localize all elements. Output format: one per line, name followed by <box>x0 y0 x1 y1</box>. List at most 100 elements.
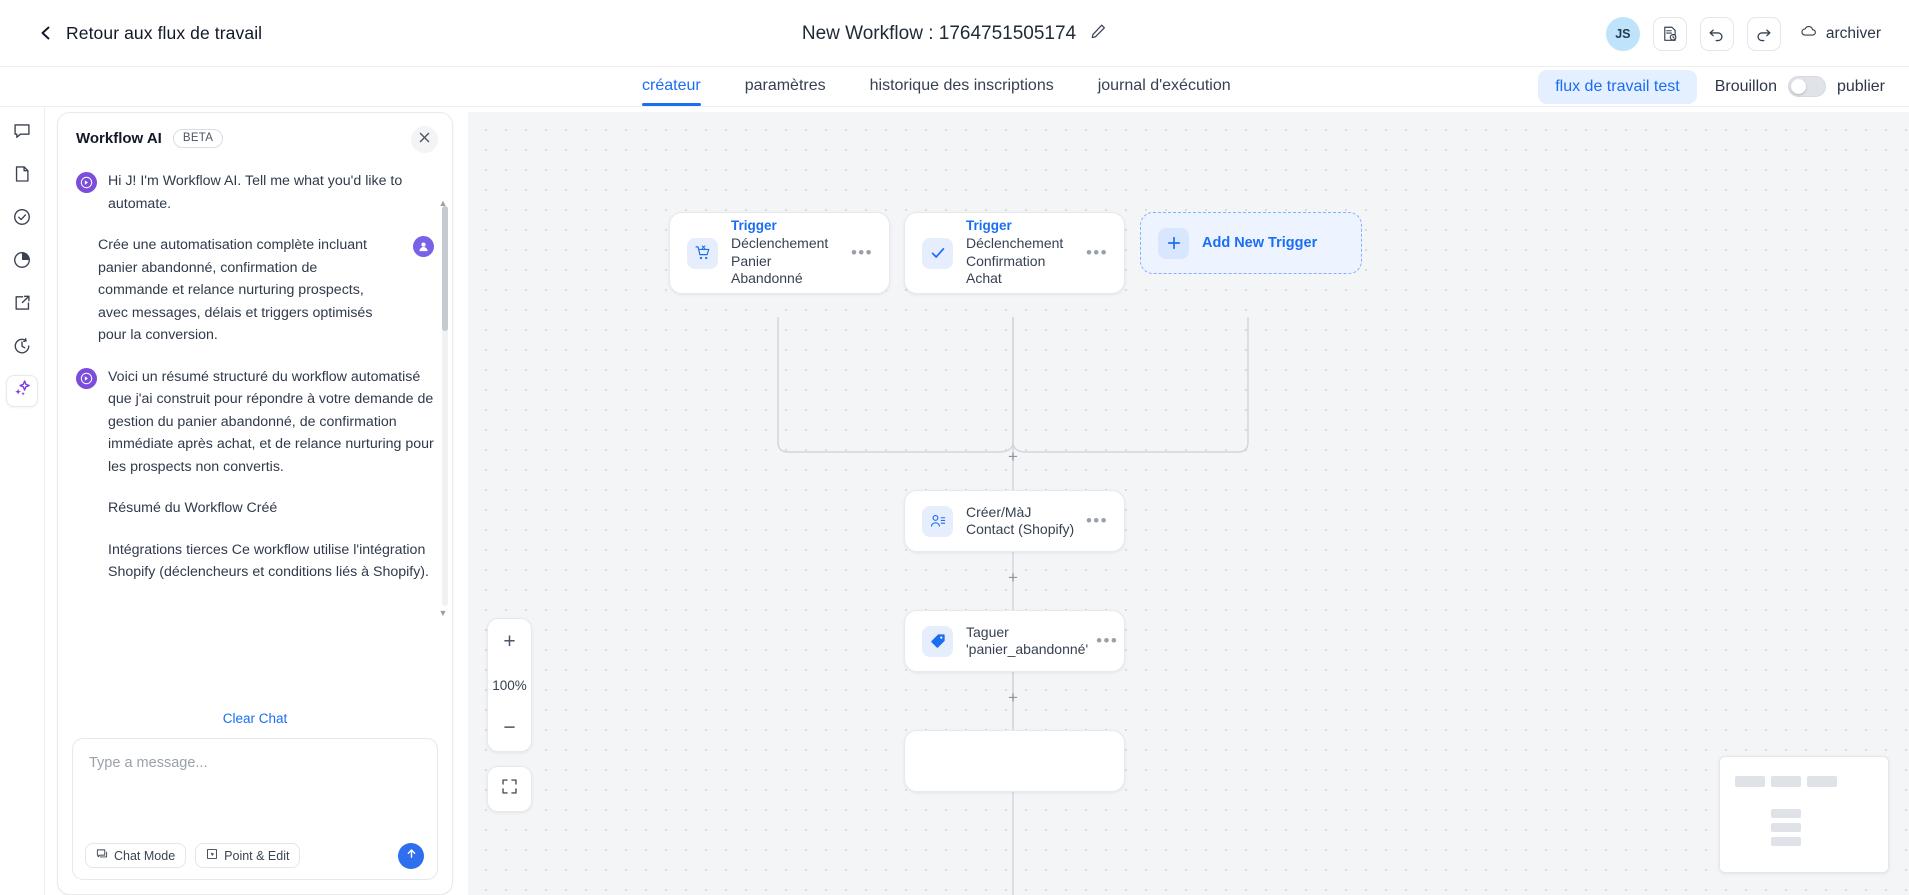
archive-label: archiver <box>1825 24 1881 42</box>
pie-chart-icon <box>12 250 32 275</box>
rail-analytics-button[interactable] <box>6 246 38 278</box>
chat-composer: Chat Mode Point & Edit <box>72 738 438 880</box>
add-step-plus-2[interactable]: + <box>1008 568 1018 587</box>
chat-header: Workflow AI BETA <box>58 113 452 156</box>
tab-journal-execution[interactable]: journal d'exécution <box>1097 76 1231 94</box>
version-history-button[interactable] <box>1652 16 1687 51</box>
draft-label: Brouillon <box>1714 77 1777 95</box>
toggle-knob <box>1790 79 1806 94</box>
workflow-ai-avatar-icon <box>76 367 97 389</box>
rail-workflow-ai-button[interactable] <box>6 375 38 407</box>
comments-icon <box>12 121 32 146</box>
tab-createur[interactable]: créateur <box>620 68 723 106</box>
node-trigger-purchase-confirmation[interactable]: Trigger Déclenchement Confirmation Achat… <box>904 212 1125 294</box>
clock-history-icon <box>12 336 32 361</box>
node-menu-button[interactable]: ••• <box>850 243 873 262</box>
chat-scrollbar[interactable] <box>442 206 448 606</box>
check-circle-icon <box>12 207 32 232</box>
node-content: Créer/MàJ Contact (Shopify) <box>966 504 1086 539</box>
minimap-node <box>1771 776 1801 787</box>
redo-button[interactable] <box>1746 16 1781 51</box>
undo-button[interactable] <box>1699 16 1734 51</box>
edit-pencil-icon[interactable] <box>1090 23 1107 45</box>
document-icon <box>12 164 32 189</box>
arrow-up-icon <box>405 847 418 865</box>
chat-message-bot: Voici un résumé structuré du workflow au… <box>76 366 434 584</box>
rail-document-button[interactable] <box>6 160 38 192</box>
publish-label: publier <box>1836 77 1885 95</box>
chat-paragraph: Intégrations tierces Ce workflow utilise… <box>108 541 429 581</box>
chat-message-input[interactable] <box>73 739 437 824</box>
node-next-partial[interactable] <box>904 730 1125 792</box>
node-menu-button[interactable]: ••• <box>1085 511 1108 530</box>
chat-message-user: Crée une automatisation complète incluan… <box>76 234 434 347</box>
chat-scrollbar-thumb[interactable] <box>442 206 448 331</box>
clear-chat-button[interactable]: Clear Chat <box>222 711 288 726</box>
scroll-fade <box>58 679 452 705</box>
back-to-workflows-link[interactable]: Retour aux flux de travail <box>38 23 262 44</box>
chat-paragraph: Résumé du Workflow Créé <box>108 500 278 516</box>
chat-mode-button[interactable]: Chat Mode <box>85 843 187 868</box>
add-step-plus-1[interactable]: + <box>1008 447 1018 466</box>
external-link-icon <box>12 293 32 318</box>
node-kicker: Trigger <box>966 218 1012 234</box>
node-kicker: Trigger <box>731 218 777 234</box>
node-label: Créer/MàJ Contact (Shopify) <box>966 503 1075 538</box>
node-menu-button[interactable]: ••• <box>1096 631 1119 650</box>
zoom-controls: + 100% − <box>487 618 532 752</box>
tab-list: créateur paramètres historique des inscr… <box>620 68 1253 106</box>
workflow-canvas[interactable]: Trigger Déclenchement Panier Abandonné •… <box>468 112 1909 895</box>
publish-toggle-group: Brouillon publier <box>1715 76 1885 97</box>
tab-bar: créateur paramètres historique des inscr… <box>0 67 1909 107</box>
composer-mode-buttons: Chat Mode Point & Edit <box>85 843 301 868</box>
rail-history-button[interactable] <box>6 332 38 364</box>
minimap-node <box>1771 837 1801 846</box>
archive-cloud-icon <box>1800 22 1818 45</box>
minimap-node <box>1735 776 1765 787</box>
chat-message-text: Crée une automatisation complète incluan… <box>98 237 373 343</box>
expand-icon <box>500 777 519 801</box>
node-create-update-contact[interactable]: Créer/MàJ Contact (Shopify) ••• <box>904 490 1125 552</box>
beta-badge: BETA <box>172 129 224 148</box>
zoom-level-label: 100% <box>492 677 527 693</box>
zoom-out-button[interactable]: − <box>503 716 516 739</box>
user-sync-icon <box>922 505 953 537</box>
chat-message-list: Hi J! I'm Workflow AI. Tell me what you'… <box>58 156 452 705</box>
add-step-plus-3[interactable]: + <box>1008 688 1018 707</box>
add-new-trigger-button[interactable]: Add New Trigger <box>1140 212 1362 274</box>
chat-message-text: Hi J! I'm Workflow AI. Tell me what you'… <box>108 173 403 212</box>
node-trigger-cart-abandoned[interactable]: Trigger Déclenchement Panier Abandonné •… <box>669 212 890 294</box>
node-content: Trigger Déclenchement Panier Abandonné <box>731 218 851 288</box>
tab-parametres[interactable]: paramètres <box>744 76 826 94</box>
close-panel-button[interactable] <box>411 126 438 153</box>
archive-button[interactable]: archiver <box>1794 16 1885 51</box>
node-content: Taguer 'panier_abandonné' <box>966 624 1096 659</box>
chat-bubble-icon <box>96 848 108 863</box>
canvas-minimap[interactable] <box>1719 756 1889 873</box>
test-workflow-button[interactable]: flux de travail test <box>1538 69 1697 104</box>
workflow-ai-panel: Workflow AI BETA Hi J! I'm Workflow AI. … <box>57 112 453 895</box>
publish-toggle[interactable] <box>1787 76 1826 97</box>
node-tag-panier-abandonne[interactable]: Taguer 'panier_abandonné' ••• <box>904 610 1125 672</box>
avatar[interactable]: JS <box>1605 16 1640 51</box>
left-icon-rail <box>0 107 45 895</box>
point-edit-button[interactable]: Point & Edit <box>195 843 301 868</box>
node-label: Déclenchement Panier Abandonné <box>731 235 829 287</box>
minimap-node <box>1807 776 1837 787</box>
scroll-down-arrow-icon[interactable]: ▼ <box>438 608 448 618</box>
plus-icon <box>1158 227 1189 259</box>
fit-to-screen-button[interactable] <box>487 766 532 812</box>
rail-open-external-button[interactable] <box>6 289 38 321</box>
send-message-button[interactable] <box>398 843 424 869</box>
sparkle-ai-icon <box>12 378 33 404</box>
minimap-node <box>1771 823 1801 832</box>
zoom-in-button[interactable]: + <box>503 630 516 653</box>
point-edit-label: Point & Edit <box>224 848 290 863</box>
chat-mode-label: Chat Mode <box>114 848 176 863</box>
rail-comments-button[interactable] <box>6 117 38 149</box>
node-menu-button[interactable]: ••• <box>1085 243 1108 262</box>
scroll-up-arrow-icon[interactable]: ▲ <box>438 198 448 208</box>
tab-historique-inscriptions[interactable]: historique des inscriptions <box>869 76 1054 94</box>
rail-tasks-button[interactable] <box>6 203 38 235</box>
